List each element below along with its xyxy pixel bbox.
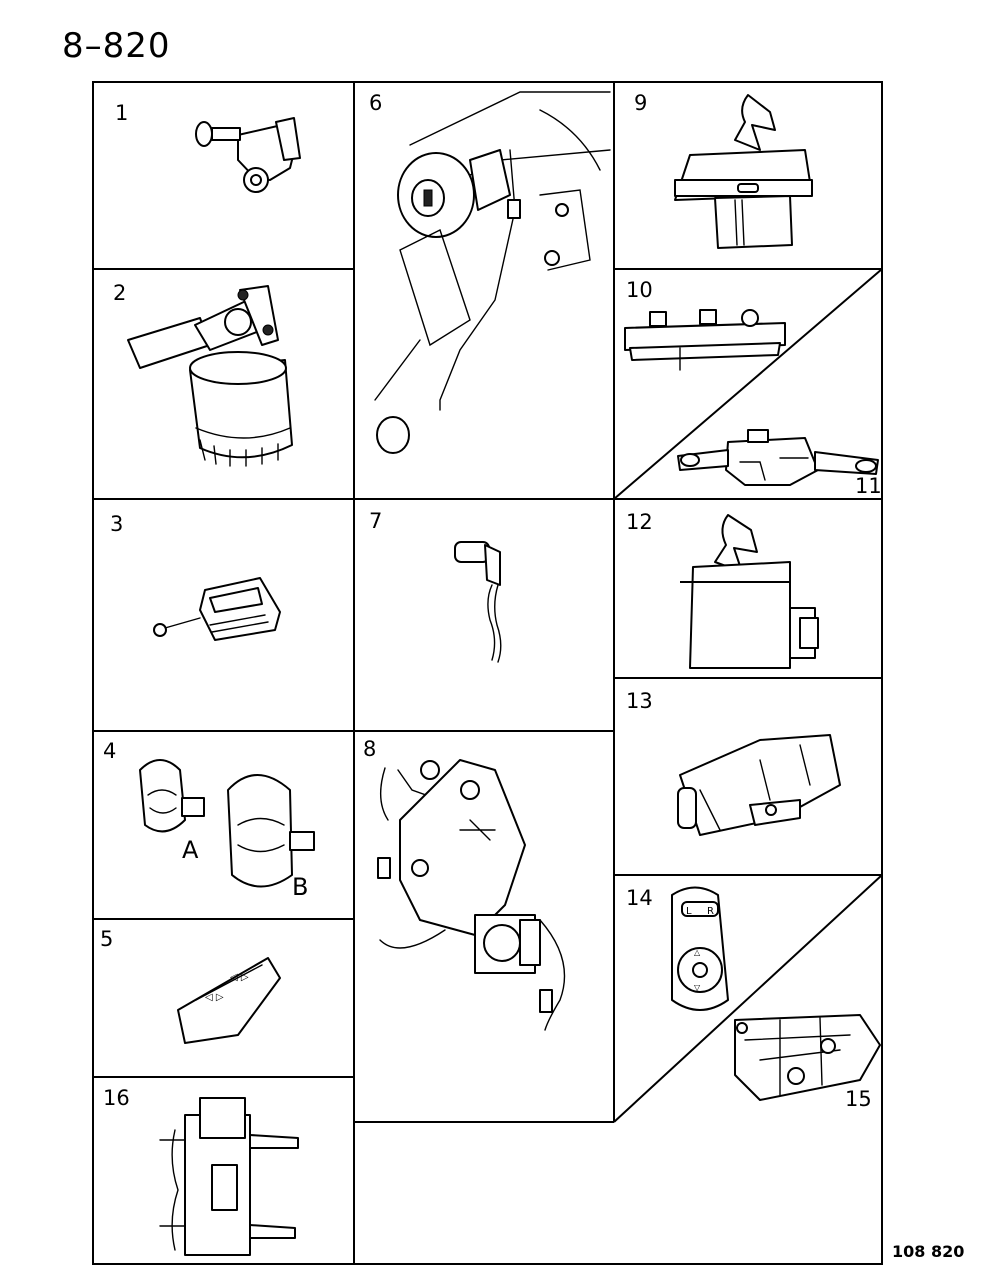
item-number-9: 9 (634, 91, 647, 115)
part-6-ignition-lock (374, 91, 611, 454)
item-number-3: 3 (110, 512, 123, 536)
variant-label-b: B (292, 873, 308, 901)
svg-text:▽: ▽ (694, 983, 701, 992)
part-15-switch-assembly (734, 1014, 881, 1101)
item-number-4: 4 (103, 739, 116, 763)
part-9-relay-module (674, 94, 813, 249)
part-5-window-switch: ◁ ▷ ◁ ▷ (177, 957, 281, 1044)
item-number-14: 14 (626, 886, 653, 910)
item-number-8: 8 (363, 737, 376, 761)
part-4-switch-buttons: A B (139, 759, 315, 901)
part-12-relay-connector (680, 514, 819, 669)
part-11-multifunction-switch (677, 429, 879, 486)
svg-text:◁ ▷: ◁ ▷ (205, 992, 224, 1003)
part-16-panel-switch (159, 1097, 299, 1256)
part-13-bracket-switch (677, 734, 841, 836)
part-7-sensor-harness (454, 541, 502, 663)
svg-text:L: L (686, 906, 692, 917)
item-number-5: 5 (100, 927, 113, 951)
outer-frame (92, 81, 883, 1265)
svg-text:◁ ▷: ◁ ▷ (230, 972, 249, 983)
item-number-16: 16 (103, 1086, 130, 1110)
document-code: 108 820 (892, 1242, 965, 1261)
part-1-stop-lamp-switch (195, 117, 301, 193)
item-number-12: 12 (626, 510, 653, 534)
item-number-11: 11 (855, 474, 882, 498)
item-number-15: 15 (845, 1087, 872, 1111)
variant-label-a: A (182, 836, 199, 864)
part-14-mirror-control: L R △ ▽ (671, 886, 729, 1011)
svg-text:R: R (707, 906, 714, 917)
page-title: 8–820 (62, 26, 171, 66)
item-number-6: 6 (369, 91, 382, 115)
part-10-switch-bezel (624, 309, 786, 371)
grid-lines (92, 81, 883, 1265)
item-number-2: 2 (113, 281, 126, 305)
part-3-brake-switch (153, 577, 281, 641)
part-2-fuel-filter-sensor (127, 285, 293, 467)
item-numbers: 1 2 3 4 5 16 6 7 8 9 10 11 12 13 14 15 (100, 91, 882, 1111)
item-number-1: 1 (115, 101, 128, 125)
diagonal-14-15 (613, 874, 883, 1123)
svg-text:△: △ (694, 948, 701, 957)
item-number-7: 7 (369, 509, 382, 533)
diagonal-10-11 (613, 268, 883, 500)
item-number-13: 13 (626, 689, 653, 713)
part-8-seat-track (377, 759, 566, 1031)
item-number-10: 10 (626, 278, 653, 302)
